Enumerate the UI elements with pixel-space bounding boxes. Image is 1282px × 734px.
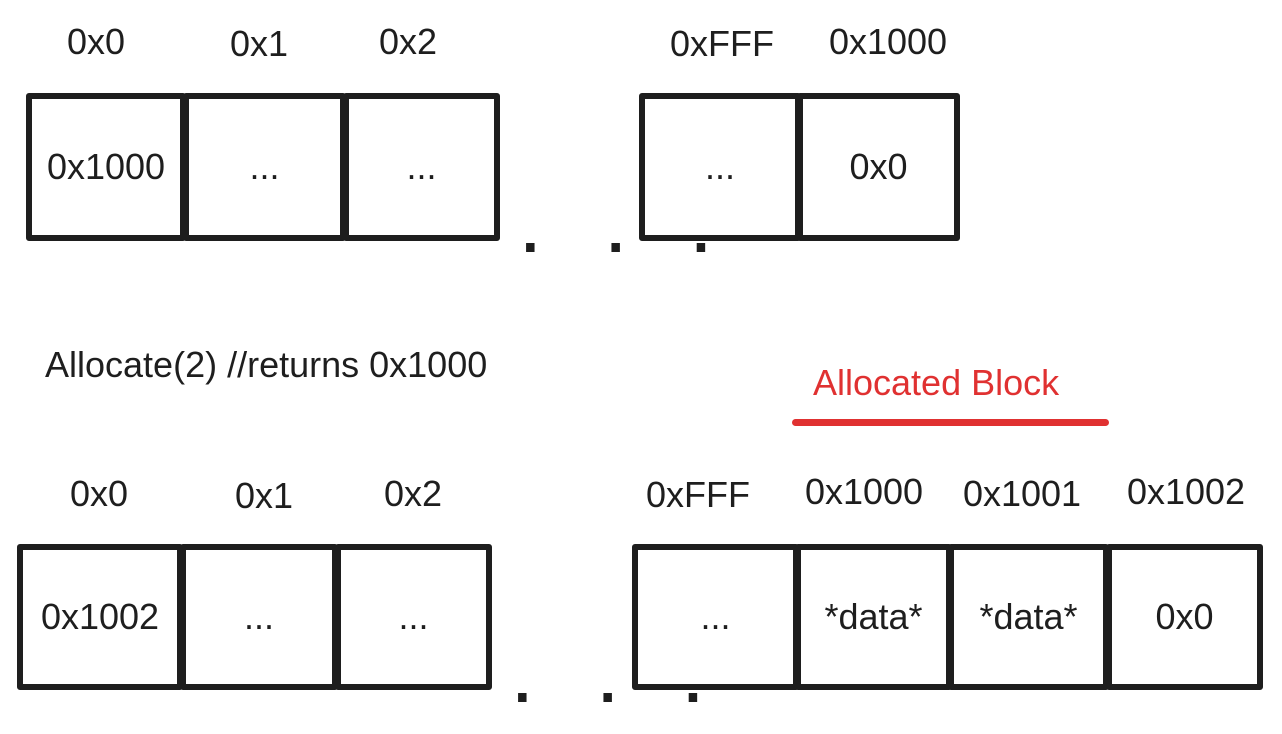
row1-cell-3: ... (639, 93, 801, 241)
row2-cell-2: ... (335, 544, 492, 690)
row1-cell-2: ... (343, 93, 500, 241)
row2-address-1: 0x1 (234, 475, 294, 516)
allocated-block-underline (792, 419, 1109, 426)
row2-cell-1: ... (180, 544, 338, 690)
row2-cell-6: 0x0 (1106, 544, 1263, 690)
row2-address-4: 0x1000 (804, 471, 924, 512)
row1-address-2: 0x2 (378, 21, 438, 62)
allocate-caption: Allocate(2) //returns 0x1000 (45, 344, 488, 385)
row1-address-4: 0x1000 (828, 21, 948, 62)
row2-address-2: 0x2 (383, 473, 443, 514)
allocated-block-label: Allocated Block (813, 362, 1060, 403)
row2-address-6: 0x1002 (1126, 471, 1246, 512)
row2-cell-4: *data* (795, 544, 952, 690)
row1-address-3: 0xFFF (670, 23, 774, 64)
row2-cell-3: ... (632, 544, 799, 690)
row1-address-1: 0x1 (229, 23, 289, 64)
row1-cell-4: 0x0 (797, 93, 960, 241)
row1-cell-1: ... (183, 93, 346, 241)
row2-address-3: 0xFFF (646, 474, 750, 515)
row2-cell-0: 0x1002 (17, 544, 183, 690)
row2-address-5: 0x1001 (962, 473, 1082, 514)
row1-cell-0: 0x1000 (26, 93, 186, 241)
row2-address-0: 0x0 (69, 473, 129, 514)
row1-address-0: 0x0 (66, 21, 126, 62)
row2-cell-5: *data* (948, 544, 1109, 690)
